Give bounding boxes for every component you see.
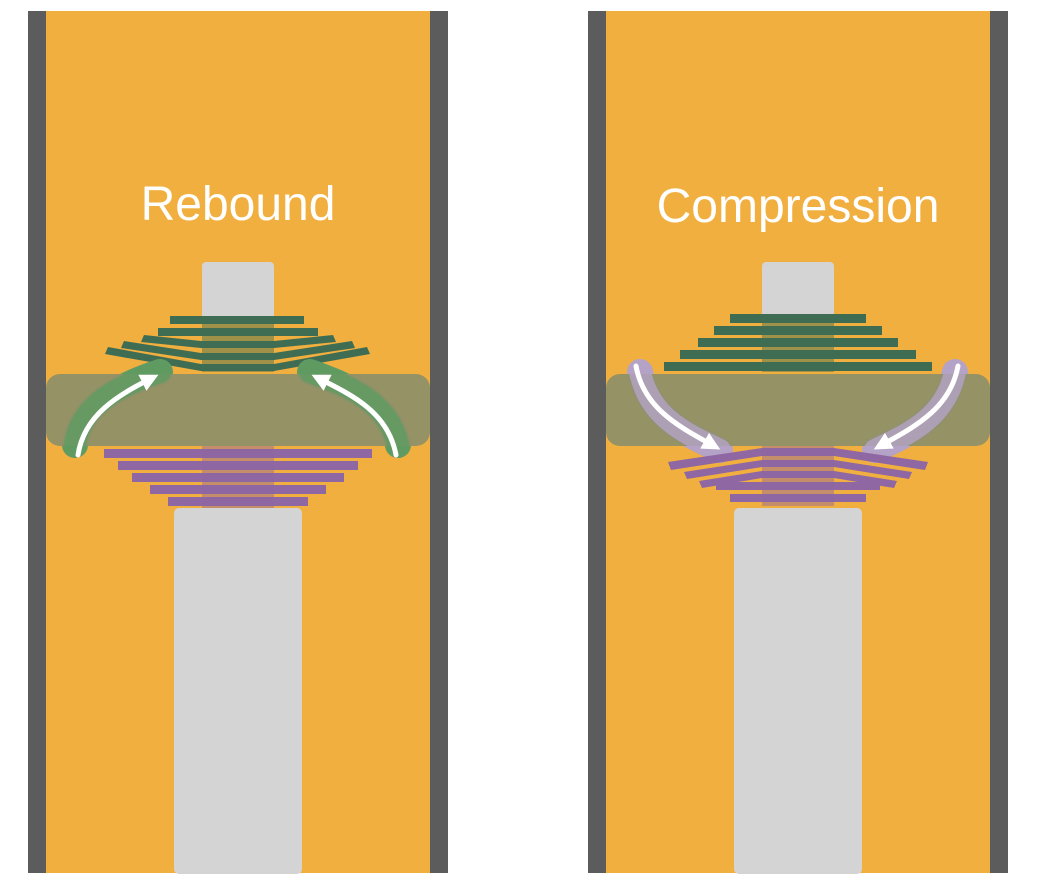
- piston-rod: [734, 508, 862, 874]
- rebound-arrow-right: [311, 374, 399, 458]
- shim: [730, 494, 866, 502]
- piston-rod-top: [202, 262, 274, 322]
- cylinder-wall-left: [28, 11, 46, 873]
- shim: [104, 449, 372, 458]
- shim: [714, 326, 882, 335]
- shim: [150, 485, 326, 494]
- piston-rod: [174, 508, 302, 874]
- cylinder-wall-right: [430, 11, 448, 873]
- shim: [168, 497, 308, 506]
- rebound-panel: Rebound: [28, 11, 448, 874]
- shim: [699, 471, 897, 488]
- rebound-shim-stack: [105, 316, 370, 372]
- shim: [141, 335, 336, 348]
- compression-shim-stack: [104, 446, 372, 508]
- shim: [664, 362, 932, 371]
- rebound-arrow-left: [75, 374, 159, 458]
- center-spacer: [762, 314, 834, 372]
- shim: [118, 461, 358, 470]
- cylinder-wall-right: [990, 11, 1008, 873]
- shim: [680, 350, 916, 359]
- shim: [684, 460, 912, 479]
- compression-arrow-left: [633, 363, 721, 450]
- compression-shim-stack: [668, 446, 928, 506]
- piston: [606, 374, 990, 446]
- shim: [170, 316, 304, 324]
- shim: [668, 448, 928, 470]
- compression-panel: Compression: [588, 11, 1008, 874]
- cylinder-wall-left: [588, 11, 606, 873]
- compression-arrow-right: [873, 363, 961, 450]
- center-spacer: [202, 316, 274, 372]
- rebound-title: Rebound: [141, 178, 336, 231]
- compression-title: Compression: [657, 180, 940, 233]
- piston-rod-top: [762, 262, 834, 322]
- shim: [716, 482, 880, 490]
- shim: [158, 328, 318, 336]
- center-spacer: [202, 446, 274, 508]
- shim: [132, 473, 344, 482]
- shim: [730, 314, 866, 323]
- rebound-shim-stack: [664, 314, 932, 372]
- shim: [698, 338, 898, 347]
- center-spacer: [762, 446, 834, 506]
- shim: [121, 341, 355, 360]
